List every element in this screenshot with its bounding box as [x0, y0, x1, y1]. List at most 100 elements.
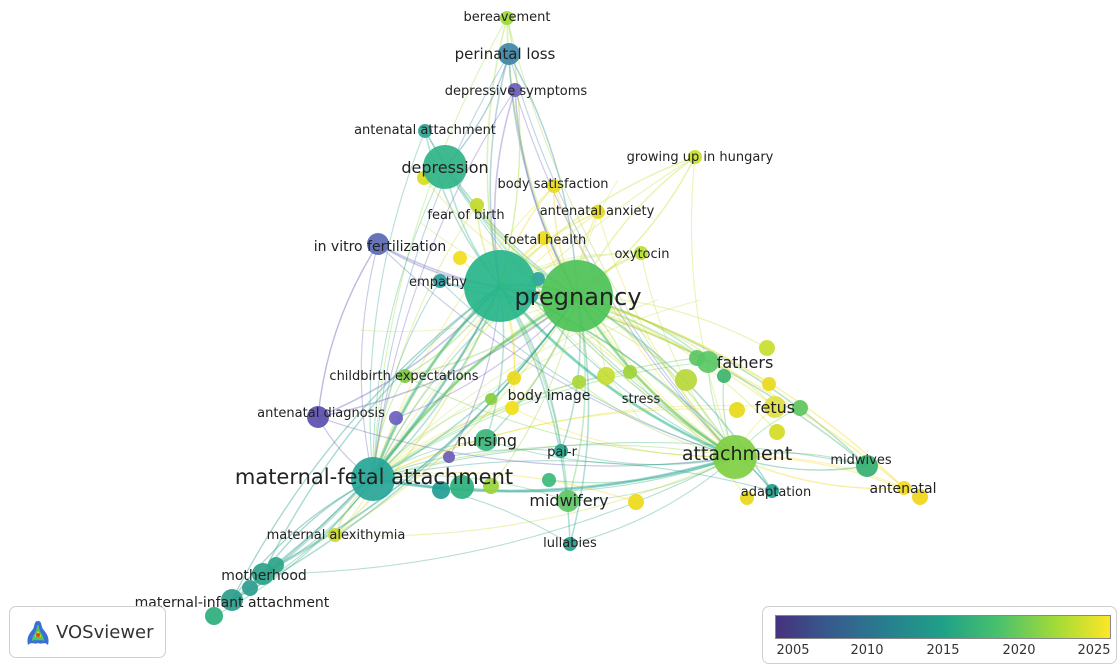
- network-node-unlabeled[interactable]: [483, 478, 499, 494]
- label-maternal-infant-attachment[interactable]: maternal-infant attachment: [135, 595, 330, 611]
- label-in-vitro-fertilization[interactable]: in vitro fertilization: [314, 239, 447, 255]
- node-body-satisfaction[interactable]: [547, 179, 561, 193]
- network-node-unlabeled[interactable]: [628, 494, 644, 510]
- network-node-unlabeled[interactable]: [432, 481, 450, 499]
- node-pregnancy-a[interactable]: [464, 250, 536, 322]
- node-bereavement[interactable]: [500, 11, 514, 25]
- node-in-vitro-fertilization[interactable]: [367, 233, 389, 255]
- label-fear-of-birth[interactable]: fear of birth: [427, 208, 504, 223]
- network-node-unlabeled[interactable]: [740, 491, 754, 505]
- node-maternal-infant-attachment[interactable]: [221, 589, 243, 611]
- node-midwives[interactable]: [856, 455, 878, 477]
- network-node-unlabeled[interactable]: [759, 340, 775, 356]
- network-node-unlabeled[interactable]: [389, 411, 403, 425]
- network-node-unlabeled[interactable]: [205, 607, 223, 625]
- label-midwives[interactable]: midwives: [830, 453, 891, 468]
- edge-extra-25: [249, 285, 501, 589]
- network-node-unlabeled[interactable]: [450, 475, 474, 499]
- label-lullabies[interactable]: lullabies: [543, 536, 597, 551]
- network-node-unlabeled[interactable]: [729, 402, 745, 418]
- node-fear-of-birth[interactable]: [470, 198, 484, 212]
- network-node-unlabeled[interactable]: [912, 489, 928, 505]
- label-maternal-fetal-attachment[interactable]: maternal-fetal attachment: [235, 465, 513, 489]
- label-antenatal-diagnosis[interactable]: antenatal diagnosis: [257, 406, 385, 421]
- label-pai-r[interactable]: pai-r: [547, 445, 578, 460]
- network-node-unlabeled[interactable]: [769, 424, 785, 440]
- node-stress[interactable]: [623, 365, 637, 379]
- label-stress[interactable]: stress: [622, 392, 661, 407]
- edge-fear_of_birth-maternal_fetal_attachment: [372, 204, 478, 480]
- edge-antenatal_attachment-maternal_fetal_attachment: [369, 130, 426, 480]
- label-body-satisfaction[interactable]: body satisfaction: [497, 177, 608, 192]
- label-fathers[interactable]: fathers: [717, 353, 774, 372]
- edge-branch-2: [372, 299, 659, 480]
- label-midwifery[interactable]: midwifery: [529, 491, 608, 510]
- node-adaptation[interactable]: [765, 484, 779, 498]
- label-adaptation[interactable]: adaptation: [741, 485, 811, 500]
- label-fetus[interactable]: fetus: [755, 398, 795, 417]
- network-node-unlabeled[interactable]: [542, 473, 556, 487]
- label-antenatal-anxiety[interactable]: antenatal anxiety: [540, 204, 655, 219]
- label-oxytocin[interactable]: oxytocin: [615, 247, 670, 262]
- node-depressive-symptoms[interactable]: [508, 83, 522, 97]
- node-maternal-fetal-attachment[interactable]: [351, 457, 395, 501]
- network-node-unlabeled[interactable]: [453, 251, 467, 265]
- node-perinatal-loss[interactable]: [498, 43, 520, 65]
- node-lullabies[interactable]: [563, 537, 577, 551]
- node-empathy[interactable]: [433, 274, 447, 288]
- node-motherhood[interactable]: [252, 563, 274, 585]
- edge-growing_up_in_hungary-attachment: [690, 156, 736, 458]
- label-nursing[interactable]: nursing: [457, 431, 517, 450]
- node-nursing[interactable]: [475, 429, 497, 451]
- network-node-unlabeled[interactable]: [443, 451, 455, 463]
- node-antenatal-attachment[interactable]: [418, 124, 432, 138]
- node-pai-r[interactable]: [554, 444, 568, 458]
- network-node-unlabeled[interactable]: [597, 367, 615, 385]
- network-node-unlabeled[interactable]: [572, 375, 586, 389]
- label-antenatal-attachment[interactable]: antenatal attachment: [354, 123, 496, 138]
- node-midwifery[interactable]: [557, 490, 579, 512]
- edge-bereavement-attachment: [506, 17, 736, 458]
- network-node-unlabeled[interactable]: [485, 393, 497, 405]
- node-antenatal[interactable]: [897, 481, 911, 495]
- node-fathers[interactable]: [697, 351, 719, 373]
- edge-bereavement-maternal_fetal_attachment: [372, 17, 508, 480]
- edge-attachment-pregnancy_a: [499, 285, 736, 458]
- network-node-unlabeled[interactable]: [762, 377, 776, 391]
- label-childbirth-expectations[interactable]: childbirth expectations: [329, 369, 478, 384]
- node-depression[interactable]: [423, 145, 467, 189]
- edge-pregnancy_a-attachment: [499, 285, 736, 458]
- node-fetus[interactable]: [764, 396, 786, 418]
- node-antenatal-diagnosis[interactable]: [307, 406, 329, 428]
- node-antenatal-anxiety[interactable]: [591, 205, 605, 219]
- node-pregnancy[interactable]: [541, 260, 613, 332]
- label-antenatal[interactable]: antenatal: [870, 481, 937, 497]
- vosviewer-logo[interactable]: VOSviewer: [9, 606, 166, 658]
- label-pregnancy[interactable]: pregnancy: [514, 283, 641, 311]
- label-growing-up-in-hungary[interactable]: growing up in hungary: [627, 150, 774, 165]
- label-depressive-symptoms[interactable]: depressive symptoms: [445, 84, 588, 99]
- label-body-image[interactable]: body image: [508, 388, 591, 404]
- node-childbirth-expectations[interactable]: [398, 369, 412, 383]
- label-motherhood[interactable]: motherhood: [221, 568, 307, 584]
- node-body-image[interactable]: [505, 401, 519, 415]
- network-node-unlabeled[interactable]: [507, 371, 521, 385]
- network-node-unlabeled[interactable]: [717, 369, 731, 383]
- node-oxytocin[interactable]: [634, 246, 648, 260]
- label-bereavement[interactable]: bereavement: [464, 10, 551, 25]
- label-maternal-alexithymia[interactable]: maternal alexithymia: [267, 528, 406, 543]
- label-empathy[interactable]: empathy: [409, 275, 467, 290]
- node-foetal-health[interactable]: [537, 231, 551, 245]
- network-node-unlabeled[interactable]: [792, 400, 808, 416]
- network-node-unlabeled[interactable]: [242, 580, 258, 596]
- node-maternal-alexithymia[interactable]: [328, 528, 342, 542]
- label-attachment[interactable]: attachment: [682, 443, 792, 465]
- node-growing-up-in-hungary[interactable]: [688, 150, 702, 164]
- network-node-unlabeled[interactable]: [675, 369, 697, 391]
- label-depression[interactable]: depression: [401, 158, 488, 177]
- label-perinatal-loss[interactable]: perinatal loss: [455, 45, 556, 63]
- node-attachment[interactable]: [713, 435, 757, 479]
- label-foetal-health[interactable]: foetal health: [504, 233, 587, 248]
- edge-midwives-pregnancy: [576, 295, 868, 467]
- edge-midwives-maternal_fetal_attachment: [372, 441, 868, 480]
